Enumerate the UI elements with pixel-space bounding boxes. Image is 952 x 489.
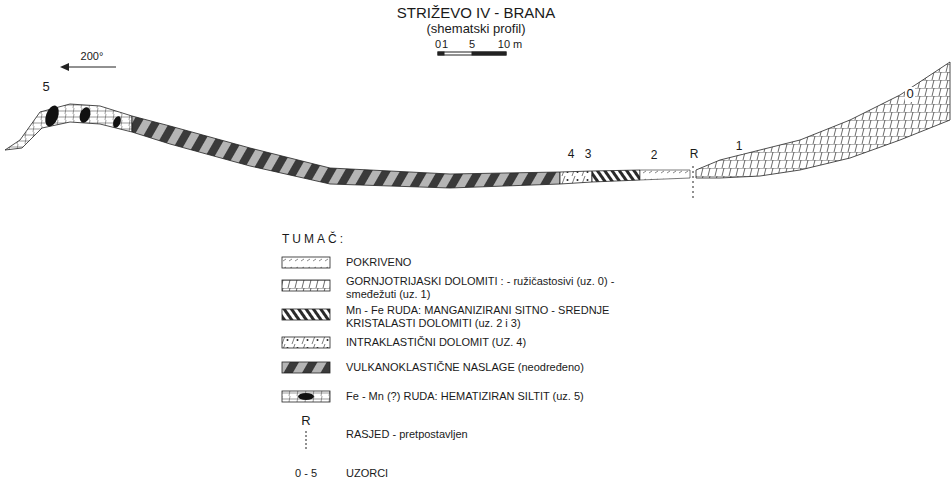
legend-text: INTRAKLASTIČNI DOLOMIT (UZ. 4) (346, 336, 638, 349)
sample-number: 3 (584, 148, 593, 162)
legend-text: POKRIVENO (346, 256, 638, 269)
sample-number: 0 (905, 87, 914, 102)
legend-swatch (282, 391, 330, 402)
legend-swatch (282, 309, 330, 320)
legend-text: VULKANOKLASTIČNE NASLAGE (neodređeno) (346, 361, 638, 374)
sample-number: 2 (650, 149, 659, 163)
legend-text: GORNJOTRIJASKI DOLOMITI : - ružičastosiv… (346, 275, 638, 300)
legend-text: Mn - Fe RUDA: MANGANIZIRANI SITNO - SRED… (346, 304, 638, 329)
legend-text: Fe - Mn (?) RUDA: HEMATIZIRAN SILTIT (uz… (346, 390, 638, 403)
sample-number: 1 (735, 140, 744, 154)
legend-sample-symbol: 0 - 5 (295, 467, 317, 480)
legend-fault-symbol: R (301, 414, 310, 429)
fault-label: R (689, 148, 700, 162)
diagram-title: STRIŽEVO IV - BRANA (397, 4, 555, 21)
legend-swatch (282, 257, 330, 268)
legend-heading: TUMAČ: (282, 233, 346, 247)
subtitle: (shematski profil) (427, 22, 526, 37)
legend-text: UZORCI (346, 467, 638, 480)
legend-swatch (282, 337, 330, 348)
direction-label: 200° (81, 50, 104, 63)
scale-number: 5 (469, 38, 475, 51)
scale-number: 1 (442, 38, 448, 51)
sample-number: 4 (567, 148, 576, 162)
scale-number: 10 m (498, 38, 522, 51)
sample-number: 5 (41, 80, 50, 95)
legend-swatch (282, 280, 330, 291)
legend-text: RASJED - pretpostavljen (346, 428, 638, 441)
scale-number: 0 (435, 38, 441, 51)
legend-swatch (282, 362, 330, 373)
